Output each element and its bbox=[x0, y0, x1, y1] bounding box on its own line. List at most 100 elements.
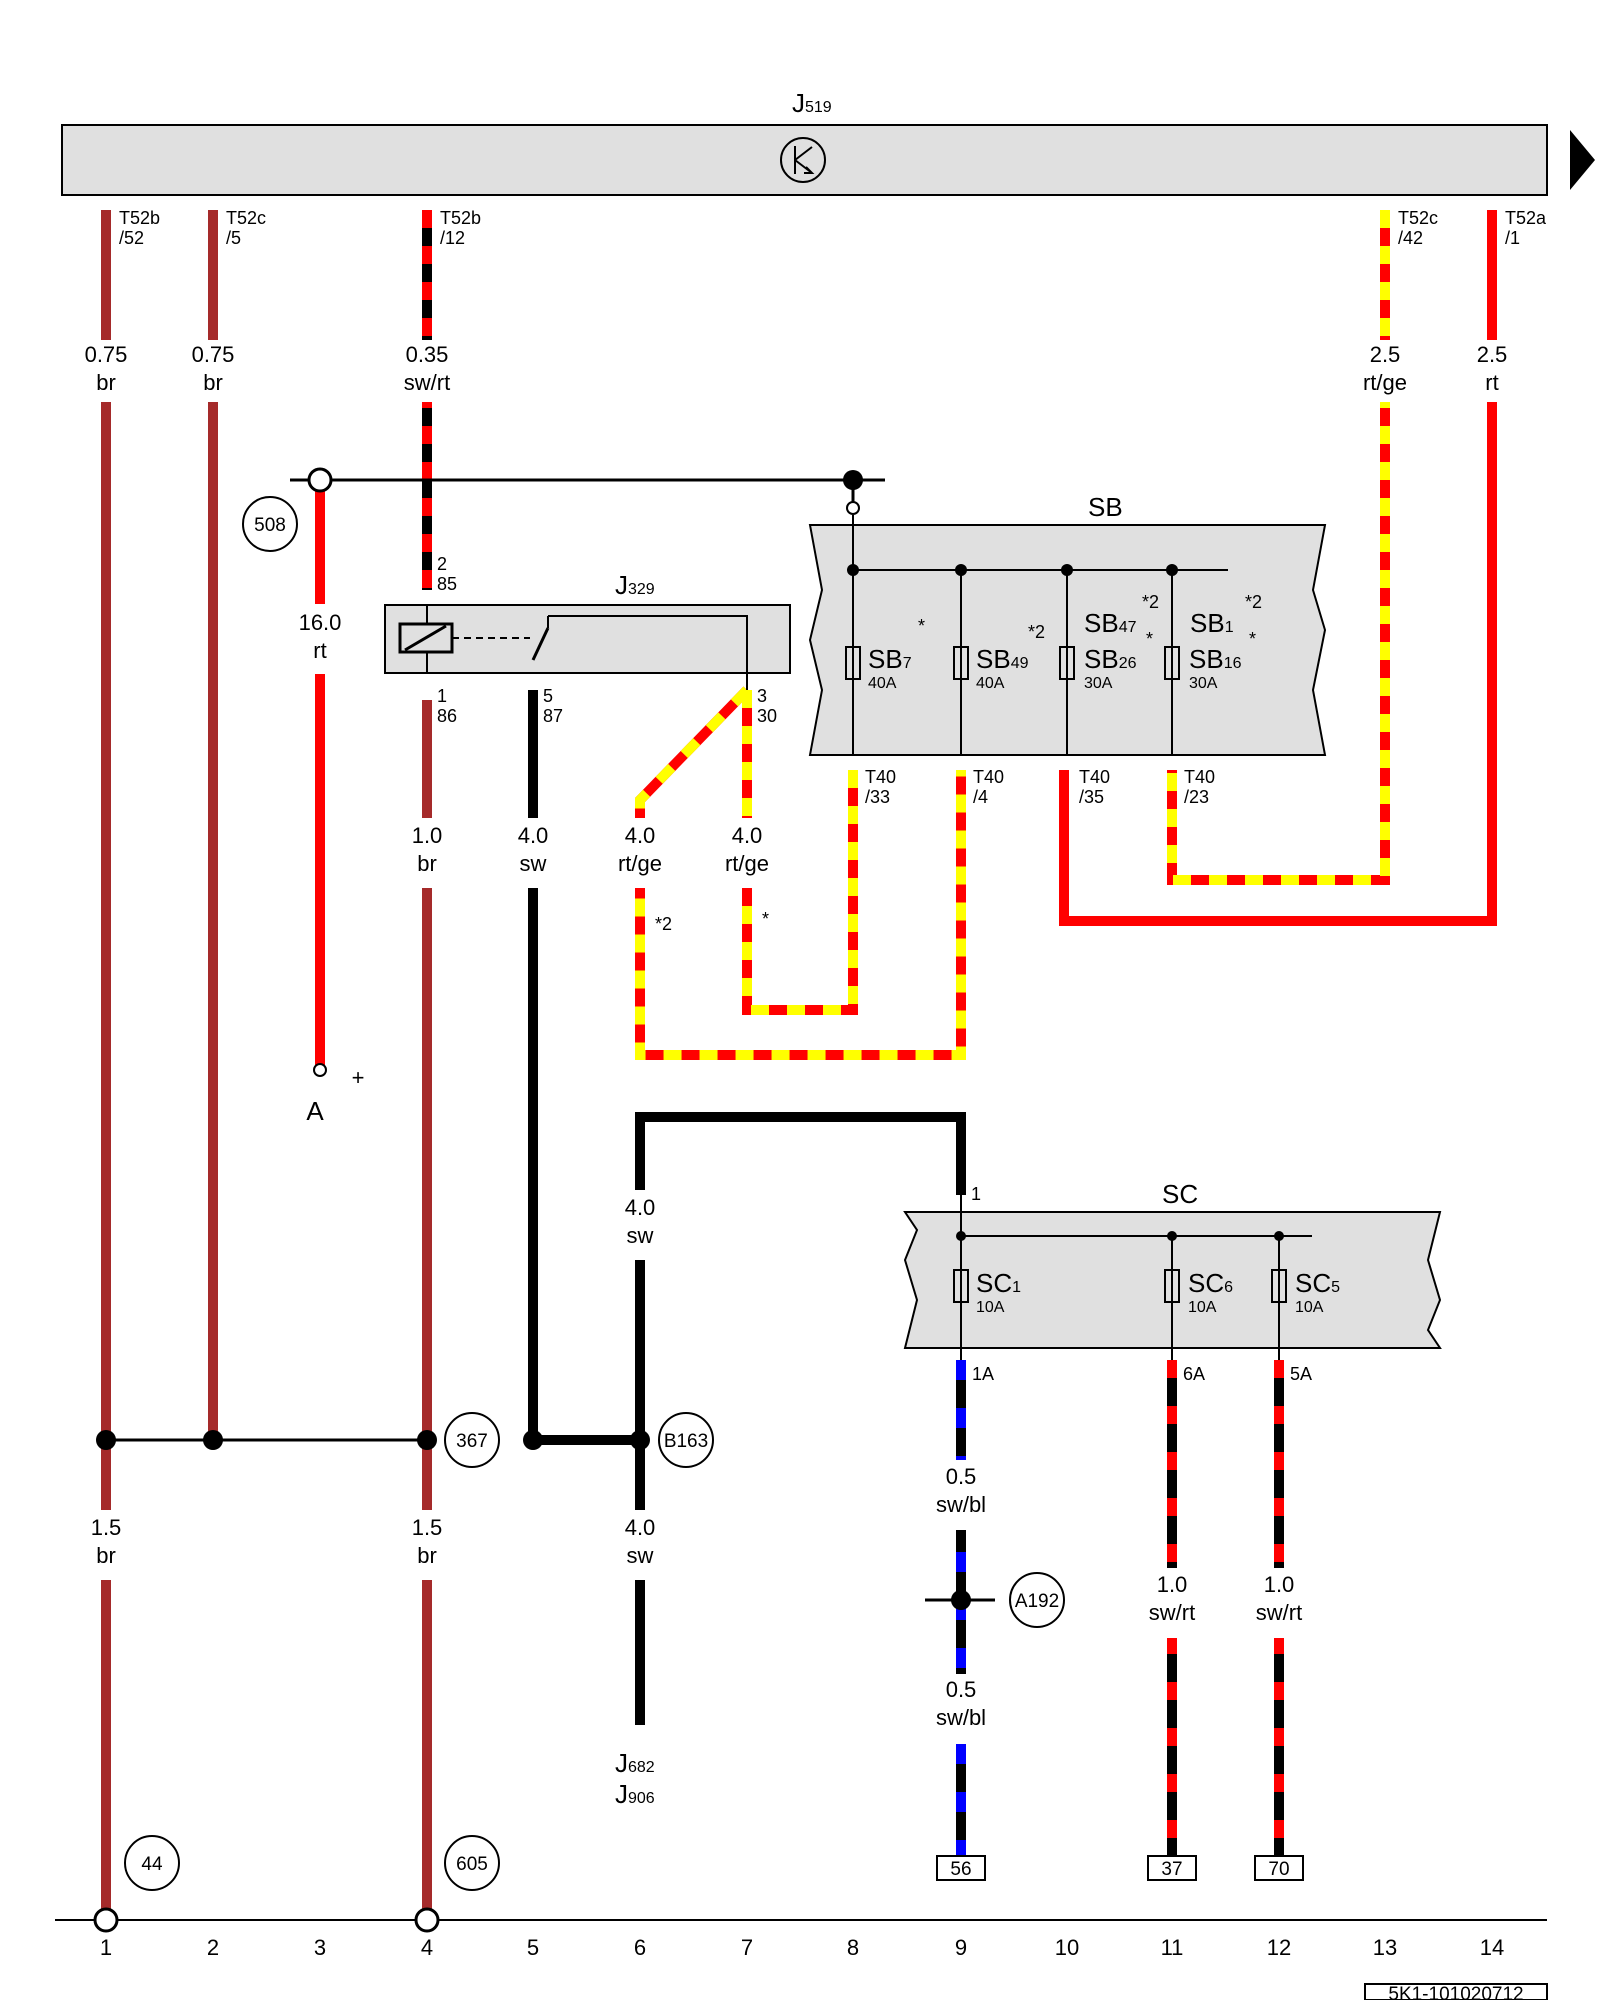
svg-text:4.0sw: 4.0sw bbox=[625, 1515, 656, 1568]
svg-text:330: 330 bbox=[757, 686, 777, 726]
wires bbox=[55, 210, 1547, 1921]
svg-text:40A: 40A bbox=[976, 675, 1005, 692]
svg-text:4.0rt/ge: 4.0rt/ge bbox=[618, 823, 662, 876]
svg-text:3: 3 bbox=[314, 1935, 326, 1960]
svg-text:T40/4: T40/4 bbox=[973, 767, 1004, 807]
fuse-sc1: SC1 bbox=[976, 1268, 1021, 1298]
svg-text:1.0sw/rt: 1.0sw/rt bbox=[1149, 1572, 1195, 1625]
relay-switch-icon bbox=[531, 627, 550, 661]
ref-37: 37 bbox=[1161, 1859, 1182, 1880]
fuse-sb16: SB16 bbox=[1189, 644, 1242, 674]
wire-note-a: *2 bbox=[655, 914, 672, 934]
fuse-sc6: SC6 bbox=[1188, 1268, 1233, 1298]
svg-text:T40/33: T40/33 bbox=[865, 767, 896, 807]
connector-508: 508 bbox=[254, 515, 286, 536]
reference-boxes: 56 37 70 bbox=[936, 1855, 1304, 1881]
svg-text:*2: *2 bbox=[1028, 622, 1045, 642]
svg-text:T52c/42: T52c/42 bbox=[1398, 208, 1438, 248]
fuse-sb7: SB7 bbox=[868, 644, 912, 674]
svg-text:10A: 10A bbox=[976, 1299, 1005, 1316]
fuse-sb1: SB1 bbox=[1190, 608, 1234, 638]
svg-text:1.5br: 1.5br bbox=[412, 1515, 443, 1568]
svg-text:30A: 30A bbox=[1084, 675, 1113, 692]
svg-text:7: 7 bbox=[741, 1935, 753, 1960]
wire-sw-col6 bbox=[635, 1112, 966, 1725]
svg-text:10: 10 bbox=[1055, 1935, 1079, 1960]
destination-units: J682 J906 bbox=[615, 1748, 655, 1809]
svg-text:40A: 40A bbox=[868, 675, 897, 692]
svg-text:4.0rt/ge: 4.0rt/ge bbox=[725, 823, 769, 876]
svg-text:*: * bbox=[918, 616, 925, 636]
transistor-icon bbox=[780, 137, 826, 183]
svg-text:2.5rt/ge: 2.5rt/ge bbox=[1363, 342, 1407, 395]
svg-text:11: 11 bbox=[1161, 1935, 1184, 1960]
wire-note-b: * bbox=[762, 909, 769, 929]
ref-56: 56 bbox=[950, 1859, 971, 1880]
svg-text:1.0sw/rt: 1.0sw/rt bbox=[1256, 1572, 1302, 1625]
svg-text:10A: 10A bbox=[1188, 1299, 1217, 1316]
ref-70: 70 bbox=[1268, 1859, 1289, 1880]
svg-text:587: 587 bbox=[543, 686, 563, 726]
connector-44: 44 bbox=[141, 1854, 163, 1875]
fusebox-sc: SC 1 SC1 10A SC6 10A SC5 10A 1A 6A 5A bbox=[903, 1179, 1442, 1384]
svg-text:4.0sw: 4.0sw bbox=[625, 1195, 656, 1248]
svg-text:5: 5 bbox=[527, 1935, 539, 1960]
svg-text:*2: *2 bbox=[1142, 592, 1159, 612]
svg-text:14: 14 bbox=[1480, 1935, 1504, 1960]
svg-text:16.0rt: 16.0rt bbox=[299, 610, 342, 663]
svg-text:1.0br: 1.0br bbox=[412, 823, 443, 876]
svg-text:1A: 1A bbox=[972, 1364, 994, 1384]
svg-text:*: * bbox=[1146, 629, 1153, 649]
svg-text:+: + bbox=[352, 1065, 365, 1090]
svg-text:2.5rt: 2.5rt bbox=[1477, 342, 1508, 395]
relay-name: J329 bbox=[615, 570, 655, 600]
fusebox-sb: SB SB7 40A SB49 40A SB26 30A SB16 30A SB… bbox=[808, 492, 1327, 807]
sb-name: SB bbox=[1088, 492, 1123, 522]
column-numbers: 1 2 3 4 5 6 7 8 9 10 11 12 13 14 bbox=[100, 1935, 1504, 1960]
connector-a192: A192 bbox=[1015, 1591, 1059, 1612]
svg-text:T40/35: T40/35 bbox=[1079, 767, 1110, 807]
svg-text:10A: 10A bbox=[1295, 1299, 1324, 1316]
svg-text:*2: *2 bbox=[1245, 592, 1262, 612]
svg-text:30A: 30A bbox=[1189, 675, 1218, 692]
svg-text:6: 6 bbox=[634, 1935, 646, 1960]
svg-text:2: 2 bbox=[207, 1935, 219, 1960]
svg-text:A: A bbox=[306, 1096, 324, 1126]
svg-text:8: 8 bbox=[847, 1935, 859, 1960]
junctions bbox=[93, 467, 971, 1933]
svg-text:13: 13 bbox=[1373, 1935, 1397, 1960]
svg-text:T40/23: T40/23 bbox=[1184, 767, 1215, 807]
svg-text:5A: 5A bbox=[1290, 1364, 1312, 1384]
svg-text:*: * bbox=[1249, 629, 1256, 649]
fuse-sc5: SC5 bbox=[1295, 1268, 1340, 1298]
drawing-id: 5K1-101020712 bbox=[1364, 1983, 1548, 2000]
svg-text:T52b/52: T52b/52 bbox=[119, 208, 160, 248]
svg-text:T52b/12: T52b/12 bbox=[440, 208, 481, 248]
svg-text:9: 9 bbox=[955, 1935, 967, 1960]
svg-text:6A: 6A bbox=[1183, 1364, 1205, 1384]
control-unit-j519: J519 bbox=[61, 88, 1595, 196]
svg-text:0.5sw/bl: 0.5sw/bl bbox=[936, 1677, 986, 1730]
svg-text:1: 1 bbox=[100, 1935, 112, 1960]
connector-b163: B163 bbox=[664, 1431, 708, 1452]
connector-605: 605 bbox=[456, 1854, 488, 1875]
svg-text:186: 186 bbox=[437, 686, 457, 726]
svg-text:1: 1 bbox=[971, 1184, 981, 1204]
terminal-a: A + bbox=[306, 1065, 364, 1126]
svg-text:5K1-101020712: 5K1-101020712 bbox=[1388, 1984, 1523, 2000]
svg-text:1.5br: 1.5br bbox=[91, 1515, 122, 1568]
dest-j906: J906 bbox=[615, 1779, 655, 1809]
svg-text:4: 4 bbox=[421, 1935, 433, 1960]
connectors: 508 367 B163 A192 44 605 bbox=[124, 496, 1065, 1891]
unit-name: J519 bbox=[792, 88, 832, 118]
svg-text:12: 12 bbox=[1267, 1935, 1291, 1960]
sc-name: SC bbox=[1162, 1179, 1198, 1209]
dest-j682: J682 bbox=[615, 1748, 655, 1778]
fuse-sb47: SB47 bbox=[1084, 608, 1137, 638]
